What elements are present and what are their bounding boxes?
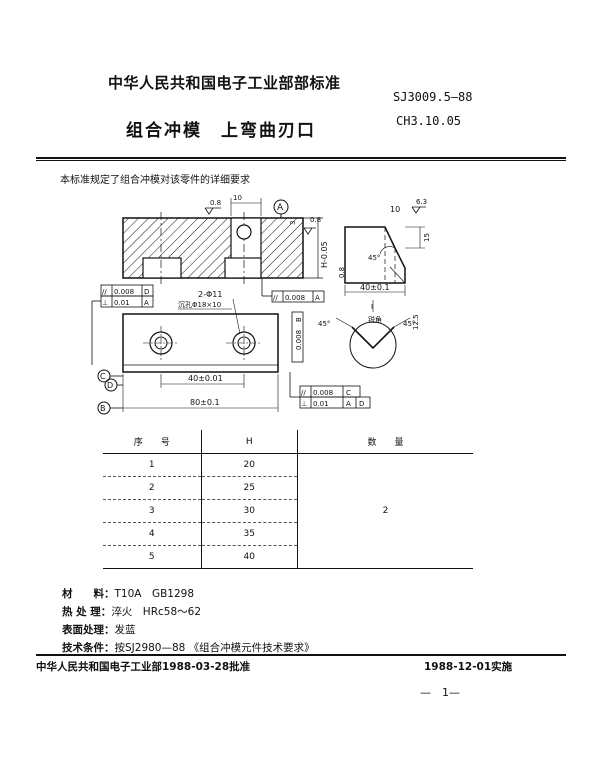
front-section-view: H-0.05 0.8 10 A 0.8 3 0.8	[122, 194, 346, 284]
datum-b-label: B	[100, 404, 106, 413]
cell-h: 40	[200, 545, 298, 569]
fcf6-ref1: A	[346, 400, 351, 408]
spec-surface: 表面处理：发蓝	[62, 622, 136, 637]
standard-number: SJ3009.5—88	[393, 90, 473, 104]
cell-no: 2	[148, 483, 155, 493]
document-title: 组合冲模 上弯曲刃口	[126, 121, 316, 141]
cell-h: 20	[200, 453, 298, 477]
sharp-corner-label: 锐角	[368, 315, 382, 324]
intro-text: 本标准规定了组合冲模对该零件的详细要求	[60, 175, 250, 186]
table-header-row: 序 号 H 数 量	[103, 430, 473, 454]
fcf1-value: 0.008	[114, 288, 134, 296]
spec-material-label: 材 料：	[62, 588, 115, 600]
cell-no: 5	[148, 552, 155, 562]
cell-no: 1	[148, 460, 155, 470]
view-marker: I	[371, 303, 373, 311]
hole-callout: 2-Φ11	[198, 290, 222, 299]
fcf1-symbol: //	[102, 288, 107, 296]
side-unnamed-dim: 10	[390, 205, 400, 214]
spec-material-value: T10A GB1298	[114, 588, 195, 600]
fcf4-value: 0.008	[295, 330, 303, 350]
fcf2-ref: A	[144, 299, 149, 307]
table-row: 3 30	[103, 499, 473, 523]
datum-a-label: A	[277, 203, 284, 213]
small-dim: 3	[289, 221, 297, 225]
fcf3-value: 0.008	[285, 294, 305, 302]
table-row: 5 40	[103, 545, 473, 569]
roughness-label: 0.8	[210, 199, 221, 207]
fcf2-symbol: ⊥	[102, 299, 108, 307]
counterbore-callout: 沉孔Φ18×10	[178, 301, 221, 309]
table-row: 1 20 2	[103, 453, 473, 569]
spec-tech-label: 技术条件：	[62, 642, 115, 654]
cell-h: 35	[200, 522, 298, 546]
slot-width-dim: 10	[233, 194, 242, 202]
fcf5-ref: C	[346, 389, 351, 397]
side-15-dim: 15	[423, 233, 431, 242]
spec-tech-value: 按SJ2980—88 《组合冲模元件技术要求》	[114, 642, 315, 654]
hole-spacing-dim: 40±0.01	[188, 374, 223, 383]
cell-h: 30	[200, 499, 298, 523]
cell-h: 25	[200, 476, 298, 500]
roughness-label-2: 0.8	[310, 216, 321, 224]
fcf5-symbol: //	[301, 389, 306, 397]
feature-control-frames: // 0.008 D ⊥ 0.01 A // 0.008 A 0.008 B /…	[91, 278, 371, 409]
technical-drawing: H-0.05 0.8 10 A 0.8 3 0.8 45° 40±0.1 15 …	[91, 194, 431, 415]
header-rule-thin	[36, 160, 566, 161]
detail-view: 锐角 45° 45° 12.5	[318, 314, 420, 369]
cell-no: 4	[148, 529, 155, 539]
side-width-dim: 40±0.1	[360, 283, 390, 292]
roughness-label-4: 6.3	[416, 198, 427, 206]
spec-material: 材 料：T10A GB1298	[62, 586, 194, 601]
height-dimension: H-0.05	[320, 241, 329, 268]
detail-12-5: 12.5	[412, 314, 420, 330]
top-view: 2-Φ11 沉孔Φ18×10 40±0.01 80±0.1 C D B	[97, 290, 279, 415]
table-row: 4 35	[103, 522, 473, 546]
effective-date: 1988-12-01实施	[424, 661, 513, 673]
side-angle: 45°	[368, 254, 380, 262]
spec-surface-value: 发蓝	[114, 624, 136, 636]
fcf3-symbol: //	[273, 294, 278, 302]
size-table: 序 号 H 数 量 1 20 2 2 25 3 30 4 35 5 40	[103, 430, 473, 569]
page-number: — 1—	[420, 686, 460, 699]
fcf6-value: 0.01	[313, 400, 329, 408]
fcf6-ref2: D	[359, 400, 364, 408]
approval-date: 中华人民共和国电子工业部1988-03-28批准	[36, 661, 251, 673]
spec-surface-label: 表面处理：	[62, 624, 115, 636]
cell-quantity: 2	[296, 453, 473, 569]
col-header-no: 序 号	[103, 430, 202, 454]
fcf6-symbol: ⊥	[301, 400, 307, 408]
classification-number: CH3.10.05	[396, 114, 462, 128]
detail-angle-2: 45°	[403, 320, 415, 328]
datum-d-label: D	[107, 381, 113, 390]
col-header-qty: 数 量	[296, 430, 473, 454]
spec-heat-value: 淬火 HRc58～62	[111, 606, 201, 618]
fcf5-value: 0.008	[313, 389, 333, 397]
roughness-label-3: 0.8	[338, 267, 346, 278]
cell-no: 3	[148, 506, 155, 516]
footer-rule	[36, 654, 566, 656]
datum-c-label: C	[100, 372, 106, 381]
col-header-h: H	[200, 430, 298, 454]
side-view: 45° 40±0.1 15 10 6.3 I	[344, 198, 431, 312]
detail-angle-1: 45°	[318, 320, 330, 328]
spec-heat-treatment: 热 处 理：淬火 HRc58～62	[62, 604, 201, 619]
spec-heat-label: 热 处 理：	[62, 606, 112, 618]
overall-length-dim: 80±0.1	[190, 398, 220, 407]
fcf4-ref: B	[295, 317, 303, 322]
ministry-header: 中华人民共和国电子工业部部标准	[108, 74, 341, 92]
header-rule	[36, 157, 566, 159]
spec-technical: 技术条件：按SJ2980—88 《组合冲模元件技术要求》	[62, 640, 315, 655]
fcf3-ref: A	[315, 294, 320, 302]
fcf1-ref: D	[144, 288, 149, 296]
fcf2-value: 0.01	[114, 299, 130, 307]
table-row: 2 25	[103, 476, 473, 500]
